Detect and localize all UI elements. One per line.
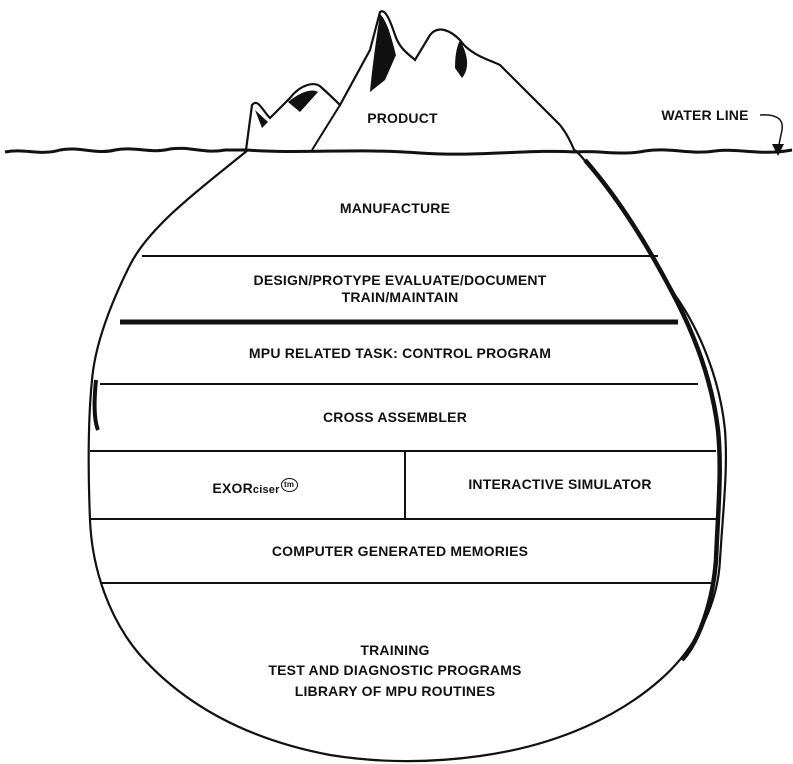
- layer-design-line2: TRAIN/MAINTAIN: [341, 289, 459, 305]
- water-line-arrowhead: [772, 144, 784, 156]
- layer-mpu-task: MPU RELATED TASK: CONTROL PROGRAM: [248, 345, 552, 361]
- water-line-surface: [245, 148, 576, 156]
- exorciser-sub: ciser: [252, 484, 280, 496]
- peak-shading-1: [255, 110, 268, 128]
- trademark-mark: tm: [280, 478, 298, 492]
- layer-training: TRAINING: [360, 642, 430, 658]
- iceberg-peaks: [244, 10, 577, 153]
- peak-shading-4: [455, 40, 468, 78]
- water-line-label: WATER LINE: [661, 107, 749, 123]
- iceberg-shadow-edge: [583, 158, 722, 662]
- peak-shading-3: [370, 14, 396, 92]
- peak-ridge: [311, 104, 341, 151]
- layer-memories: COMPUTER GENERATED MEMORIES: [271, 543, 529, 559]
- layer-test-programs: TEST AND DIAGNOSTIC PROGRAMS: [268, 662, 522, 678]
- product-label: PRODUCT: [367, 110, 438, 126]
- iceberg-shadow-edge-left: [92, 379, 100, 431]
- water-line: [4, 146, 793, 155]
- layer-design-line1: DESIGN/PROTYPE EVALUATE/DOCUMENT: [253, 272, 547, 288]
- layer-interactive-simulator: INTERACTIVE SIMULATOR: [468, 476, 652, 492]
- exorciser-main: EXOR: [212, 480, 253, 496]
- peak-shading-2: [288, 90, 318, 112]
- iceberg-outline: [87, 149, 728, 763]
- layer-manufacture: MANUFACTURE: [339, 200, 451, 216]
- layer-library: LIBRARY OF MPU ROUTINES: [294, 683, 496, 699]
- layer-cross-assembler: CROSS ASSEMBLER: [322, 409, 468, 425]
